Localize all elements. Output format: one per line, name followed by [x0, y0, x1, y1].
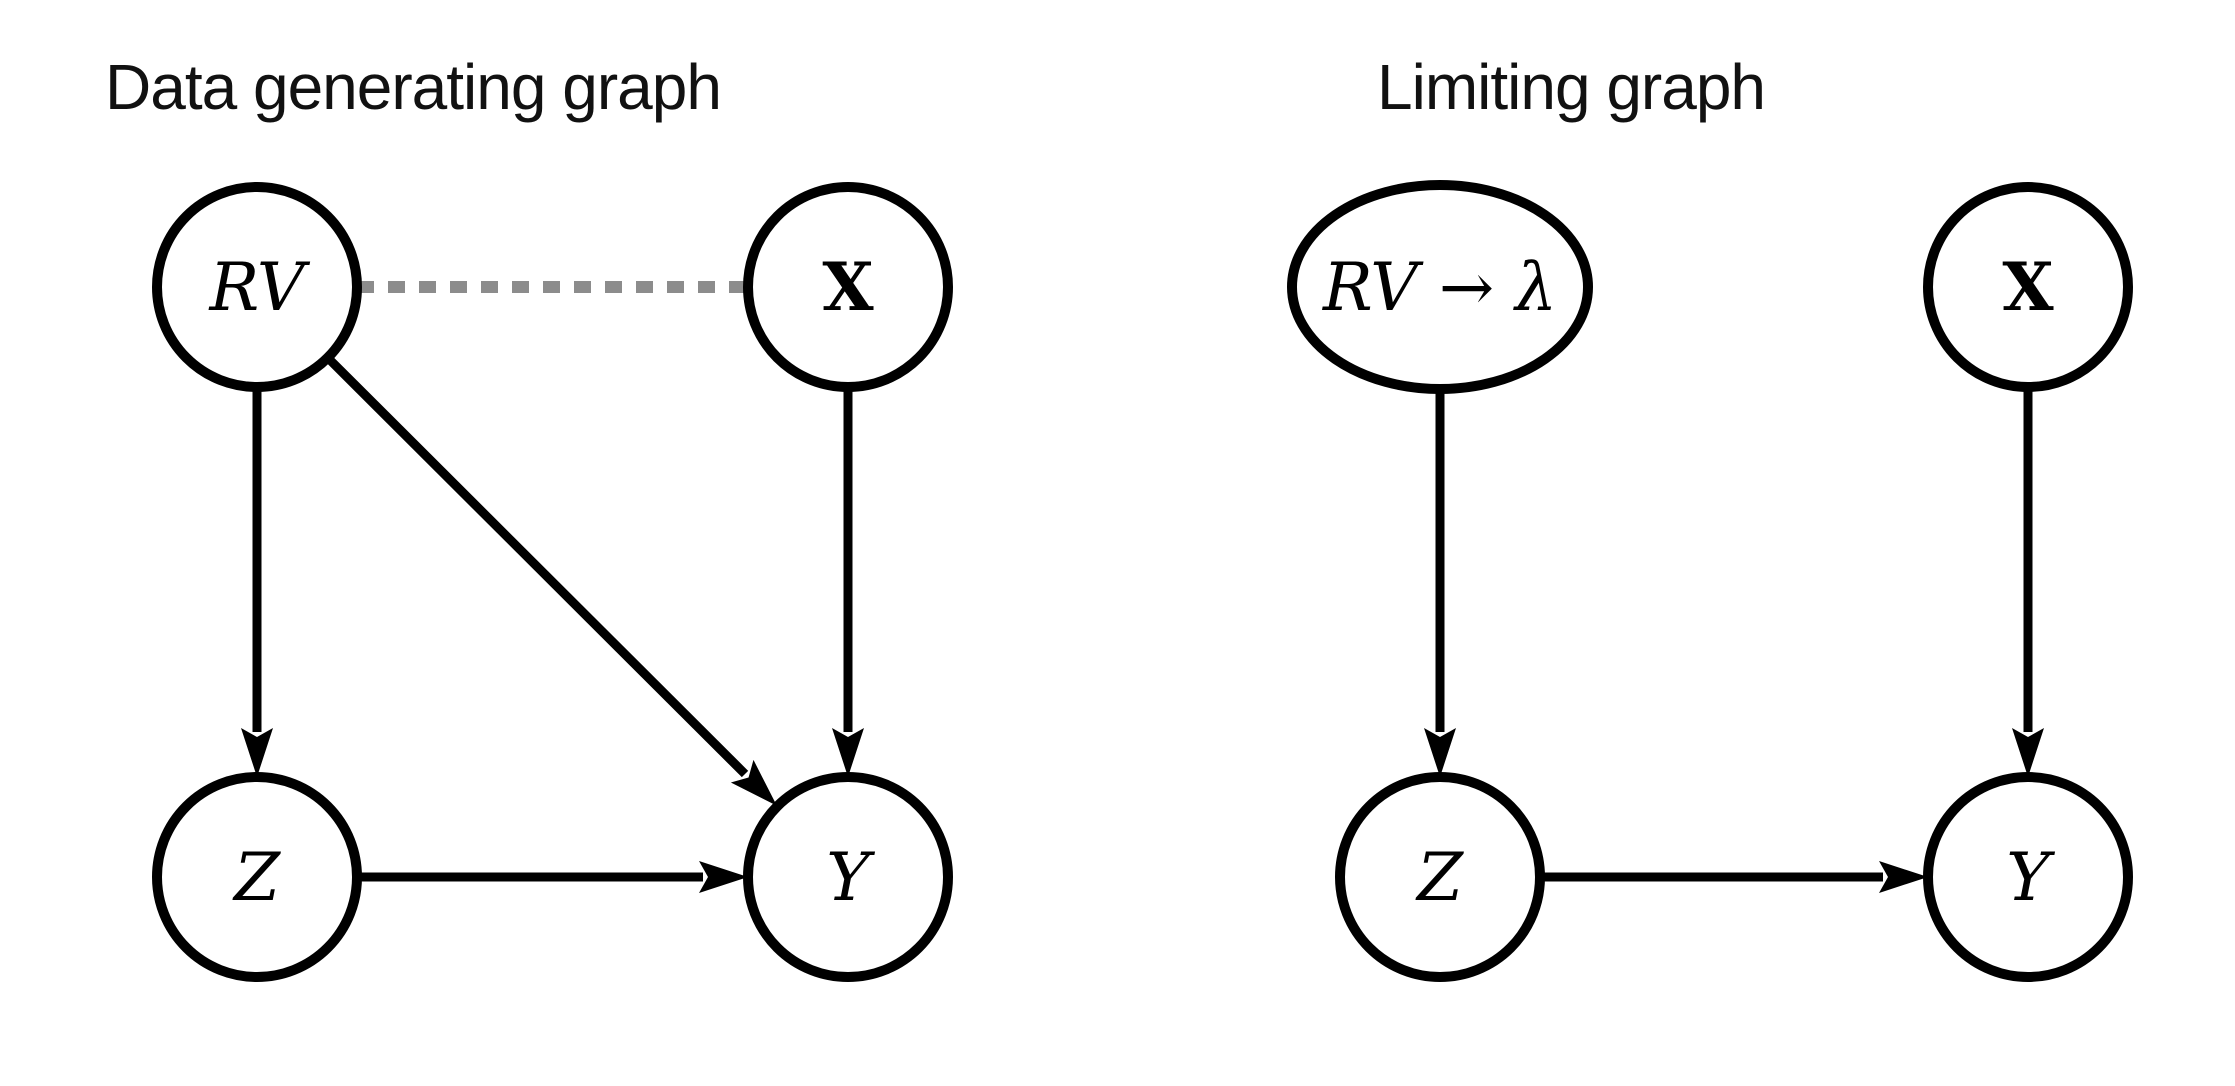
node-y: Y [743, 772, 953, 982]
node-rv-lambda-label: RV → λ [1322, 249, 1557, 326]
node-y2-circle [1923, 772, 2133, 982]
node-y2-label: Y [2006, 839, 2055, 916]
node-x-circle [743, 182, 953, 392]
node-rv-circle [152, 182, 362, 392]
node-z: Z [152, 772, 362, 982]
node-x2-circle [1923, 182, 2133, 392]
node-rv-label: RV [208, 249, 310, 326]
node-x: X [743, 182, 953, 392]
node-z2: Z [1335, 772, 1545, 982]
right-graph: Limiting graph RV → λ X Z Y [1287, 51, 2133, 982]
node-rv: RV [152, 182, 362, 392]
edge-rv-to-y [324, 354, 777, 806]
node-rv-lambda: RV → λ [1287, 180, 1593, 394]
node-z2-circle [1335, 772, 1545, 982]
node-z-circle [152, 772, 362, 982]
node-rv-lambda-ellipse [1287, 180, 1593, 394]
right-graph-title: Limiting graph [1377, 51, 1765, 123]
node-y-label: Y [826, 839, 875, 916]
node-x-label: X [822, 248, 874, 326]
node-x2-label: X [2002, 248, 2054, 326]
node-z2-label: Z [1415, 839, 1464, 916]
node-z-label: Z [232, 839, 281, 916]
left-graph: Data generating graph RV X Z Y [105, 51, 953, 982]
node-x2: X [1923, 182, 2133, 392]
node-y2: Y [1923, 772, 2133, 982]
node-y-circle [743, 772, 953, 982]
left-graph-title: Data generating graph [105, 51, 721, 123]
